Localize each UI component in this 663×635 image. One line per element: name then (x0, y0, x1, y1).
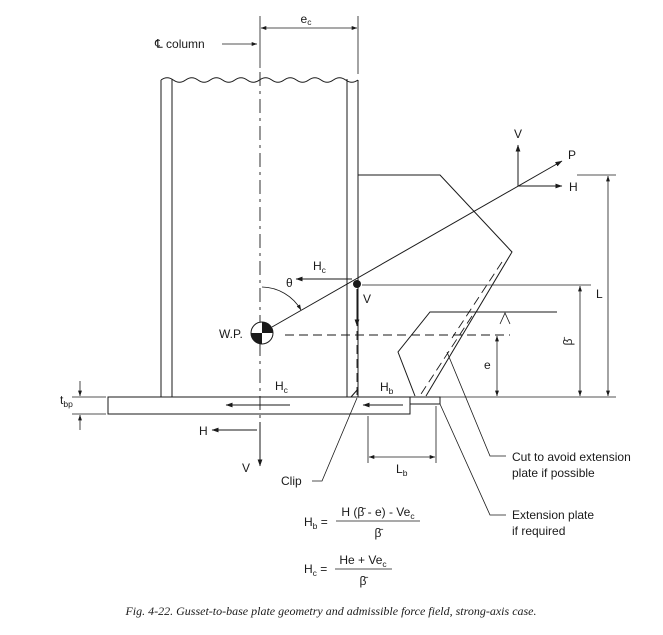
l-dimension: L (577, 174, 616, 397)
ext-note-leader (439, 403, 506, 516)
work-point-quadrant-1 (262, 322, 273, 333)
hb-label: Hb (380, 380, 394, 396)
formula-hb-numerator-main: H (β̄ - e) - Ve (341, 505, 410, 519)
formula-hb-denominator: β̄ (375, 526, 384, 540)
force-node (353, 280, 361, 288)
formula-hc-numerator-sub: c (382, 559, 387, 569)
ext-note-line-2: if required (512, 524, 565, 538)
h-right-label: H (569, 180, 578, 194)
beta-bar-dimension: β̄ (362, 284, 591, 397)
formula-hc-eq: = (317, 562, 327, 576)
formula-hc-lhs-main: H (304, 562, 313, 576)
ec-label: ec (301, 12, 313, 27)
cut-note-line-2: plate if possible (512, 466, 595, 480)
hc-plate-label-sub: c (284, 385, 289, 395)
hc-node-label-main: H (313, 259, 322, 273)
formula-hb-numerator: H (β̄ - e) - Vec (341, 505, 415, 521)
lb-label-main: L (396, 462, 403, 476)
formula-hb-lhs: Hb = (304, 515, 328, 531)
h-bottom-label: H (199, 424, 208, 438)
ext-note-line-1: Extension plate (512, 508, 594, 522)
wp-label: W.P. (219, 327, 243, 341)
gusset-plate (350, 174, 557, 398)
formula-hb: Hb = H (β̄ - e) - Vec β̄ (304, 505, 420, 540)
formula-hc: Hc = He + Vec β̄ (304, 553, 392, 588)
gusset-cut-tick (499, 312, 511, 325)
hb-label-sub: b (389, 386, 394, 396)
column (160, 77, 359, 397)
formula-hb-lhs-sub: b (313, 521, 318, 531)
extension-plate (409, 396, 441, 405)
hb-label-main: H (380, 380, 389, 394)
e-dimension: e (484, 335, 499, 397)
tbp-label-main: t (60, 393, 64, 407)
hc-node-label-sub: c (322, 265, 327, 275)
hc-plate-label: Hc (275, 379, 289, 395)
tbp-label: tbp (60, 393, 73, 409)
figure-caption: Fig. 4-22. Gusset-to-base plate geometry… (124, 604, 536, 618)
gusset-cut-outline (397, 311, 557, 397)
hc-plate-label-main: H (275, 379, 284, 393)
theta-arc (261, 286, 302, 311)
v-bottom-label: V (242, 461, 250, 475)
gusset-cut-dashed-line-1 (451, 261, 503, 339)
ec-label-main: e (301, 12, 308, 26)
gusset-cut-dashed-line-2 (420, 315, 473, 395)
formula-hc-lhs: Hc = (304, 562, 327, 578)
tbp-dimension: tbp (60, 381, 106, 430)
formula-hb-numerator-sub: c (410, 511, 415, 521)
base-plate (107, 396, 411, 415)
cut-note-leader (446, 351, 506, 457)
work-point-quadrant-3 (251, 333, 262, 344)
v-node-label: V (363, 292, 371, 306)
cut-note-line-1: Cut to avoid extension (512, 450, 631, 464)
formula-hc-denominator: β̄ (360, 574, 369, 588)
gusset-outline (358, 174, 513, 397)
formula-hc-lhs-sub: c (313, 568, 318, 578)
clip-leader (312, 397, 358, 482)
formula-hb-lhs-main: H (304, 515, 313, 529)
lb-label: Lb (396, 462, 408, 478)
hc-node-label: Hc (313, 259, 327, 275)
tbp-label-sub: bp (63, 399, 73, 409)
ec-dimension: ec (260, 12, 359, 74)
formula-hc-numerator-main: He + Ve (339, 553, 382, 567)
formula-hc-numerator: He + Vec (339, 553, 387, 569)
work-point-symbol (250, 321, 274, 345)
formula-hb-eq: = (317, 515, 327, 529)
column-break-line (160, 77, 359, 83)
theta-label: θ (286, 276, 293, 290)
lb-dimension: Lb (367, 406, 437, 478)
v-top-label: V (514, 127, 522, 141)
lb-label-sub: b (403, 468, 408, 478)
force-line-p (271, 160, 563, 328)
clip-label: Clip (281, 474, 302, 488)
column-centerline-label: ℄ column (154, 37, 205, 51)
beta-bar-label: β̄ (561, 337, 575, 346)
ec-label-sub: c (307, 17, 312, 27)
e-label: e (484, 358, 491, 372)
p-label: P (568, 148, 576, 162)
l-label: L (596, 287, 603, 301)
